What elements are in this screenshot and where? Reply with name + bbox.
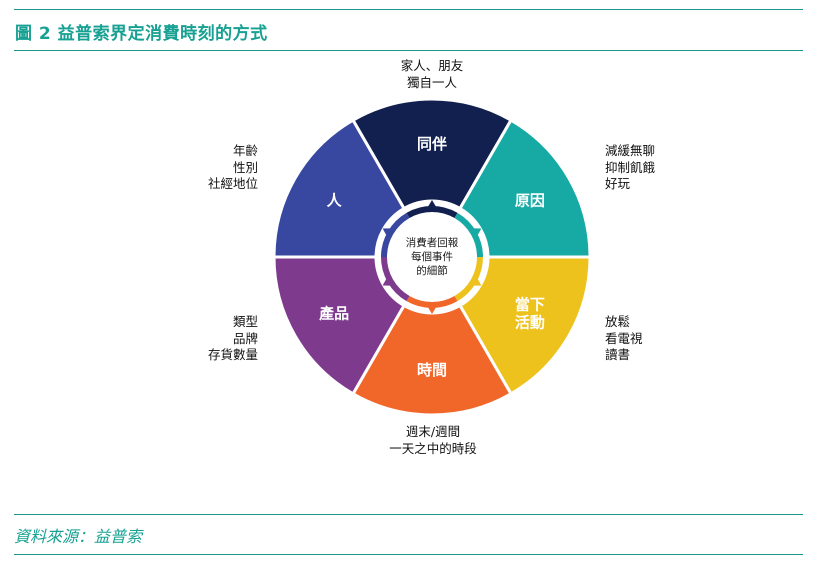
center-pointer-time bbox=[426, 304, 438, 314]
note-line: 抑制飢餓 bbox=[605, 159, 656, 175]
note-line: 家人、朋友 bbox=[400, 58, 464, 73]
source-note: 資料來源：益普索 bbox=[14, 527, 143, 546]
center-pointer-product bbox=[382, 275, 395, 286]
segment-time bbox=[350, 303, 514, 417]
note-line: 減緩無聊 bbox=[605, 143, 656, 158]
title-underline bbox=[14, 50, 803, 51]
note-reason: 減緩無聊 抑制飢餓 好玩 bbox=[605, 143, 655, 193]
segment-label-activity: 當下 bbox=[515, 296, 545, 314]
center-pointer-person bbox=[382, 228, 395, 239]
segment-label-activity: 活動 bbox=[515, 314, 545, 332]
segment-companion bbox=[350, 97, 514, 211]
segment-label-companion: 同伴 bbox=[417, 135, 447, 153]
note-line: 好玩 bbox=[605, 176, 631, 191]
note-person: 年齡 性別 社經地位 bbox=[168, 143, 258, 193]
segment-label-reason: 原因 bbox=[515, 192, 545, 210]
center-pointer-reason bbox=[469, 228, 482, 239]
segment-person bbox=[272, 118, 407, 259]
note-line: 社經地位 bbox=[207, 176, 258, 191]
segment-reason bbox=[457, 118, 592, 259]
top-rule bbox=[14, 9, 803, 10]
note-line: 一天之中的時段 bbox=[389, 440, 477, 456]
note-line: 放鬆 bbox=[605, 314, 631, 329]
center-text-line: 消費者回報 bbox=[406, 236, 459, 249]
note-companion: 家人、朋友 獨自一人 bbox=[376, 58, 488, 91]
segment-product bbox=[272, 255, 407, 396]
segment-label-person: 人 bbox=[327, 192, 343, 210]
segment-label-time: 時間 bbox=[417, 361, 447, 379]
center-text-line: 的細節 bbox=[416, 264, 448, 277]
note-line: 類型 bbox=[232, 314, 258, 329]
bottom-rule bbox=[14, 554, 803, 555]
center-text-line: 每個事件 bbox=[411, 250, 453, 263]
note-line: 週末/週間 bbox=[405, 424, 461, 439]
source-top-rule bbox=[14, 514, 803, 515]
segment-label-product: 產品 bbox=[318, 305, 349, 323]
center-pointer-activity bbox=[469, 275, 482, 286]
figure-title: 圖 2 益普索界定消費時刻的方式 bbox=[15, 24, 268, 44]
note-line: 存貨數量 bbox=[207, 347, 258, 362]
note-line: 品牌 bbox=[232, 330, 258, 346]
center-pointer-companion bbox=[426, 200, 438, 210]
note-activity: 放鬆 看電視 讀書 bbox=[605, 314, 643, 364]
note-line: 看電視 bbox=[605, 330, 643, 346]
note-line: 獨自一人 bbox=[406, 74, 457, 90]
note-product: 類型 品牌 存貨數量 bbox=[168, 314, 258, 364]
note-line: 讀書 bbox=[605, 347, 631, 362]
note-time: 週末/週間 一天之中的時段 bbox=[366, 424, 500, 457]
center-disc bbox=[388, 213, 476, 301]
note-line: 性別 bbox=[232, 159, 258, 175]
note-line: 年齡 bbox=[232, 143, 258, 158]
